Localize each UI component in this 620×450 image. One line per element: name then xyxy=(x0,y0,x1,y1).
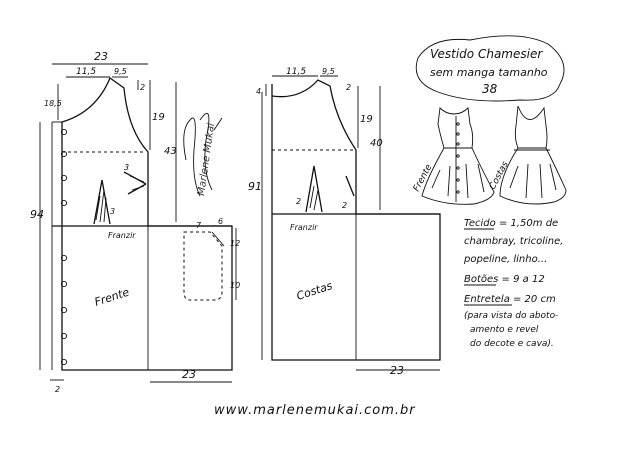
note-fabric-2: chambray, tricoline, xyxy=(464,236,563,247)
front-pattern: 23 11,5 9,5 2 18,5 19 43 94 23 2 3 3 7 6… xyxy=(30,50,240,394)
front-side-dart-hatch xyxy=(129,175,145,191)
front-buttons xyxy=(60,128,68,366)
title-line1: Vestido Chamesier xyxy=(430,47,543,61)
back-side-dart xyxy=(345,175,355,197)
note-paren-1: (para vista do aboto- xyxy=(464,311,558,321)
title-block: Vestido Chamesier sem manga tamanho 38 xyxy=(415,35,565,102)
front-dart xyxy=(93,179,111,225)
front-dart-label: 3 xyxy=(110,207,115,216)
front-placket: 2 xyxy=(55,385,60,394)
front-shoulder: 9,5 xyxy=(114,67,127,76)
note-fabric: Tecido = 1,50m de xyxy=(464,218,558,229)
front-armhole: 19 xyxy=(152,112,165,123)
back-waist-label: Franzir xyxy=(290,223,318,232)
note-paren-3: do decote e cava). xyxy=(470,339,554,349)
front-pocket-depth-top: 12 xyxy=(230,239,240,248)
sketch-back-caption: Costas xyxy=(488,160,511,192)
front-pocket-edge: 6 xyxy=(218,217,223,226)
signature-text: Marlene Mukai xyxy=(196,122,217,196)
back-dart-hatch xyxy=(309,185,319,211)
front-neck-width: 11,5 xyxy=(76,67,96,77)
dress-sketch-back xyxy=(499,105,567,205)
front-side-top: 43 xyxy=(164,146,177,157)
note-buttons: Botões = 9 a 12 xyxy=(464,274,545,285)
front-shoulder-drop: 2 xyxy=(140,83,145,92)
front-top-width: 23 xyxy=(94,50,108,63)
signature xyxy=(183,112,223,197)
front-outline xyxy=(61,76,233,371)
fabric-notes: Tecido = 1,50m de chambray, tricoline, p… xyxy=(463,218,563,349)
front-bottom-width: 23 xyxy=(182,368,196,381)
back-total-length: 91 xyxy=(248,180,262,193)
front-waist-label: Franzir xyxy=(108,231,136,240)
back-bottom-width: 23 xyxy=(390,364,404,377)
front-pocket-depth-bottom: 10 xyxy=(230,281,240,290)
back-dimensions xyxy=(261,75,440,371)
front-label: Frente xyxy=(93,285,131,308)
title-size: 38 xyxy=(482,82,498,96)
title-line2: sem manga tamanho xyxy=(430,66,548,79)
back-neck-width: 11,5 xyxy=(286,67,306,77)
front-side-dart xyxy=(123,171,147,195)
back-neck-depth: 4 xyxy=(256,87,261,96)
front-dimensions xyxy=(39,63,237,383)
back-label: Costas xyxy=(295,279,334,303)
front-side-dart-label: 3 xyxy=(124,163,129,172)
front-neck-depth: 18,5 xyxy=(44,99,62,108)
back-shoulder: 9,5 xyxy=(322,67,335,76)
front-total-length: 94 xyxy=(30,208,44,221)
back-dart xyxy=(305,165,323,213)
back-side-dart-label: 2 xyxy=(342,201,347,210)
back-shoulder-drop: 2 xyxy=(346,83,351,92)
website-url[interactable]: www.marlenemukai.com.br xyxy=(214,403,416,418)
back-dart-label: 2 xyxy=(296,197,301,206)
back-outline xyxy=(271,79,441,361)
note-interfacing: Entretela = 20 cm xyxy=(464,294,556,305)
note-paren-2: amento e revel xyxy=(470,325,539,335)
front-dart-hatch xyxy=(95,189,107,223)
dress-sketch-front xyxy=(421,107,495,205)
back-side-top: 40 xyxy=(370,138,383,149)
back-armhole: 19 xyxy=(360,114,373,125)
front-pocket xyxy=(183,231,223,301)
front-pocket-width: 7 xyxy=(196,221,202,230)
sketch-front-caption: Frente xyxy=(412,163,435,194)
back-pattern: 11,5 9,5 2 4 19 40 91 23 2 2 Franzir Cos… xyxy=(248,67,441,377)
note-fabric-3: popeline, linho... xyxy=(463,254,547,265)
